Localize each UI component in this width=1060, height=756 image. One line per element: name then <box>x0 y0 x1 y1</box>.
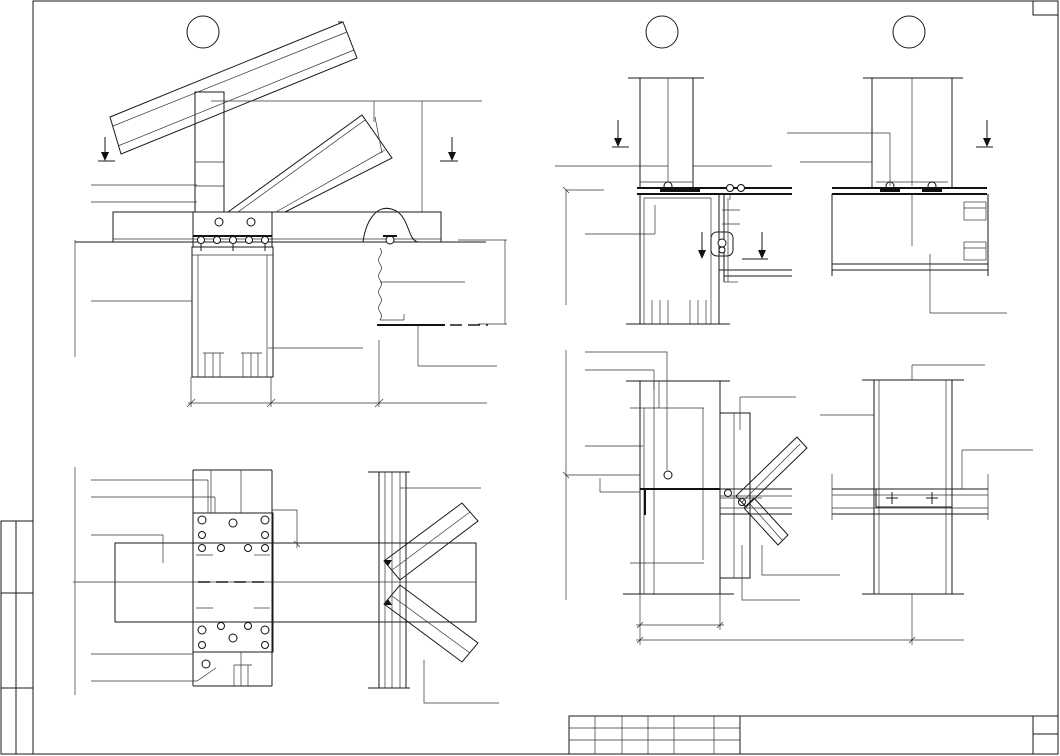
middle-bottom-view <box>562 350 964 645</box>
left-plan-view <box>73 467 499 704</box>
right-bottom-view <box>820 364 1033 595</box>
title-block <box>568 715 1059 755</box>
left-elevation-view <box>74 21 507 408</box>
middle-top-view <box>555 77 792 325</box>
callout-left <box>186 15 220 49</box>
callout-middle <box>645 15 679 49</box>
callout-right <box>892 15 926 49</box>
right-top-view <box>787 77 1007 314</box>
callout-circles <box>186 15 926 49</box>
